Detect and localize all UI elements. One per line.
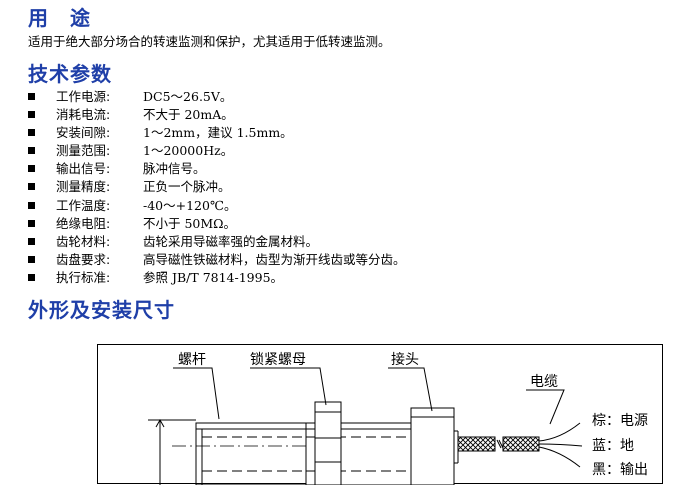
spec-value: 高导磁性铁磁材料，齿型为渐开线齿或等分齿。 xyxy=(143,251,406,267)
spec-item: 测量精度: 正负一个脉冲。 xyxy=(28,178,406,196)
cable-body xyxy=(457,436,540,452)
connector-label: 接头 xyxy=(391,351,419,368)
spec-label: 工作电源: xyxy=(56,89,111,104)
spec-item: 工作温度: -40～+120℃。 xyxy=(28,197,406,215)
spec-label: 齿盘要求: xyxy=(56,251,111,267)
spec-label: 齿轮材料: xyxy=(56,233,111,249)
spec-item: 消耗电流: 不大于 20mA。 xyxy=(28,106,406,124)
wire-legend: 棕：电源 蓝：地 黑：输出 xyxy=(592,413,648,478)
spec-item: 绝缘电阻: 不小于 50MΩ。 xyxy=(28,215,406,233)
wire-black-separator: ： xyxy=(606,462,620,478)
dimensions-heading: 外形及安装尺寸 xyxy=(28,298,175,322)
sensor-drawing: 螺杆 锁紧螺母 接头 电缆 棕：电源 蓝：地 黑：输出 xyxy=(148,351,648,486)
connector-body xyxy=(410,407,459,486)
square-bullet-icon xyxy=(28,165,35,173)
wire-black-function: 输出 xyxy=(620,462,648,478)
cable-label: 电缆 xyxy=(530,374,558,390)
spec-value: 齿轮采用导磁率强的金属材料。 xyxy=(143,233,319,249)
square-bullet-icon xyxy=(28,147,35,155)
wire-blue-color: 蓝 xyxy=(592,438,606,454)
spec-value: 1～20000Hz。 xyxy=(143,143,234,159)
square-bullet-icon xyxy=(28,201,35,209)
wire-blue-function: 地 xyxy=(620,438,634,454)
spec-value: 不大于 20mA。 xyxy=(143,107,234,123)
usage-description: 适用于绝大部分场合的转速监测和保护，尤其适用于低转速监测。 xyxy=(28,34,391,49)
spec-item: 安装间隙: 1～2mm，建议 1.5mm。 xyxy=(28,124,406,142)
usage-heading: 用 途 xyxy=(28,6,91,30)
sensor-drawing-frame: 螺杆 锁紧螺母 接头 电缆 棕：电源 蓝：地 黑：输出 xyxy=(97,344,663,486)
screw-label: 螺杆 xyxy=(178,352,206,368)
spec-item: 执行标准: 参照 JB/T 7814-1995。 xyxy=(28,269,406,287)
spec-value: 不小于 50MΩ。 xyxy=(143,215,237,231)
wire-brown-color: 棕 xyxy=(592,413,606,429)
spec-item: 齿轮材料: 齿轮采用导磁率强的金属材料。 xyxy=(28,233,406,251)
square-bullet-icon xyxy=(28,129,35,137)
svg-text:黑：输出: 黑：输出 xyxy=(592,462,648,478)
spec-label: 执行标准: xyxy=(56,269,111,285)
technical-parameters-heading: 技术参数 xyxy=(28,62,112,86)
locknut-body xyxy=(305,401,417,486)
screw-body xyxy=(195,422,307,486)
spec-value: 参照 JB/T 7814-1995。 xyxy=(143,269,284,285)
spec-item: 输出信号: 脉冲信号。 xyxy=(28,160,406,178)
wire-brown-separator: ： xyxy=(606,413,620,429)
square-bullet-icon xyxy=(28,219,35,227)
spec-label: 测量精度: xyxy=(56,179,111,195)
wire-blue-separator: ： xyxy=(606,438,620,454)
spec-label: 消耗电流: xyxy=(56,107,111,123)
spec-item: 工作电源: DC5～26.5V。 xyxy=(28,88,406,106)
spec-value: DC5～26.5V。 xyxy=(143,89,233,104)
spec-value: 正负一个脉冲。 xyxy=(143,179,231,195)
spec-label: 绝缘电阻: xyxy=(56,215,111,231)
svg-text:蓝：地: 蓝：地 xyxy=(592,438,634,454)
spec-item: 齿盘要求: 高导磁性铁磁材料，齿型为渐开线齿或等分齿。 xyxy=(28,251,406,269)
square-bullet-icon xyxy=(28,237,35,245)
spec-label: 测量范围: xyxy=(56,143,111,159)
spec-value: 脉冲信号。 xyxy=(143,161,206,177)
square-bullet-icon xyxy=(28,255,35,263)
spec-label: 安装间隙: xyxy=(56,125,111,141)
diameter-dimension xyxy=(148,418,196,485)
wire-leads xyxy=(538,422,583,468)
spec-value: 1～2mm，建议 1.5mm。 xyxy=(143,125,293,141)
spec-label: 输出信号: xyxy=(56,161,111,177)
square-bullet-icon xyxy=(28,93,35,100)
svg-text:棕：电源: 棕：电源 xyxy=(592,413,648,429)
leader-lines xyxy=(173,367,565,425)
wire-brown-function: 电源 xyxy=(620,413,648,429)
wire-black-color: 黑 xyxy=(592,462,606,478)
spec-item: 测量范围: 1～20000Hz。 xyxy=(28,142,406,160)
spec-list: 工作电源: DC5～26.5V。消耗电流: 不大于 20mA。安装间隙: 1～2mm，… xyxy=(28,88,406,287)
square-bullet-icon xyxy=(28,111,35,119)
square-bullet-icon xyxy=(28,183,35,191)
spec-value: -40～+120℃。 xyxy=(143,197,237,213)
square-bullet-icon xyxy=(28,273,35,281)
locknut-label: 锁紧螺母 xyxy=(250,352,306,368)
spec-label: 工作温度: xyxy=(56,197,111,213)
